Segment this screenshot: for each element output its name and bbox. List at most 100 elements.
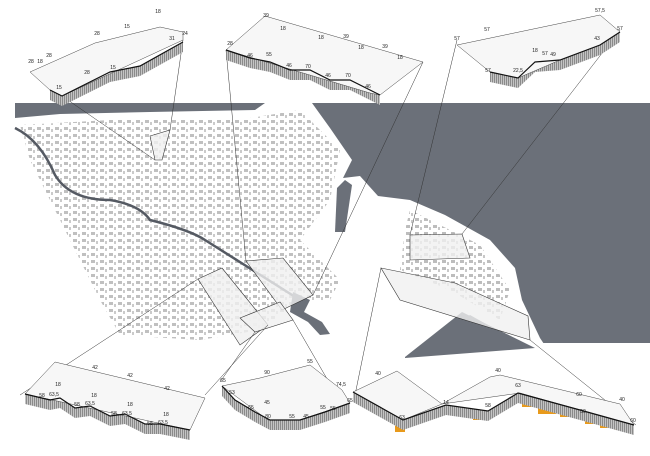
- height-label: 58: [74, 402, 80, 408]
- height-label: 70: [345, 73, 351, 79]
- inset-bottom-left: 42 42 42 18 18 18 18 58 63,5 58 63,5 58 63,5 58 63,5: [24, 361, 206, 440]
- inset-facade: [353, 392, 634, 435]
- height-label: 60: [630, 418, 636, 424]
- height-label: 28: [227, 41, 233, 47]
- inset-roof-outline: [24, 361, 206, 431]
- height-label: 46: [325, 73, 331, 79]
- height-label: 18: [532, 48, 538, 54]
- height-label: 39: [343, 34, 349, 40]
- zone-top-right: [409, 233, 471, 261]
- height-label: 49: [550, 52, 556, 58]
- height-label: 80: [265, 414, 271, 420]
- height-label: 55: [307, 359, 313, 365]
- height-label: 39: [263, 13, 269, 19]
- height-label: 57: [454, 36, 460, 42]
- height-label: 15: [56, 85, 62, 91]
- height-label: 65: [220, 378, 226, 384]
- height-label: 39: [382, 44, 388, 50]
- height-label: 53: [229, 390, 235, 396]
- height-label: 15: [124, 24, 130, 30]
- height-label: 63,5: [158, 420, 168, 426]
- height-label: 18: [163, 412, 169, 418]
- zone-bottom-right: [380, 267, 531, 341]
- height-label: 18: [358, 45, 364, 51]
- height-label: 18: [397, 55, 403, 61]
- height-label: 18: [280, 26, 286, 32]
- height-label: 15: [110, 65, 116, 71]
- height-label: 65: [347, 398, 353, 404]
- height-label: 42: [92, 365, 98, 371]
- height-label: 74,5: [336, 382, 346, 388]
- inset-facade: [222, 386, 350, 430]
- height-label: 43: [594, 36, 600, 42]
- height-label: 63,5: [122, 411, 132, 417]
- height-label: 45: [303, 414, 309, 420]
- height-label: 40: [619, 397, 625, 403]
- height-label: 22,5: [513, 68, 523, 74]
- inset-facade: [25, 394, 190, 440]
- inset-edge-line: [24, 393, 191, 431]
- inset-edge-line: [489, 31, 621, 79]
- height-label: 55: [330, 406, 336, 412]
- height-label: 14: [443, 400, 449, 406]
- inset-roof-outline: [225, 15, 424, 96]
- harbor-basin: [405, 312, 535, 358]
- height-label: 55: [266, 52, 272, 58]
- inset-edge-line: [225, 49, 381, 96]
- inset-roof-outline: [352, 370, 635, 426]
- height-label: 18: [318, 35, 324, 41]
- height-label: 63,5: [49, 392, 59, 398]
- height-label: 28: [46, 53, 52, 59]
- height-label: 57,5: [595, 8, 605, 14]
- height-label: 55: [320, 405, 326, 411]
- height-label: 65: [248, 405, 254, 411]
- height-label: 58: [485, 403, 491, 409]
- height-label: 70: [305, 64, 311, 70]
- inset-edge-line: [352, 391, 635, 426]
- height-label: 50: [580, 409, 586, 415]
- height-label: 18: [155, 9, 161, 15]
- height-label: 18: [37, 59, 43, 65]
- zone-top-left: [149, 129, 171, 161]
- height-label: 46: [247, 53, 253, 59]
- height-label: 63,5: [85, 401, 95, 407]
- height-label: 58: [111, 411, 117, 417]
- height-label: 46: [286, 63, 292, 69]
- inset-facade: [226, 50, 380, 105]
- height-label: 18: [55, 382, 61, 388]
- inset-facade: [50, 42, 183, 106]
- height-label: 42: [127, 373, 133, 379]
- height-label: 40: [375, 371, 381, 377]
- height-label: 55: [289, 414, 295, 420]
- height-label: 63: [515, 383, 521, 389]
- height-label: 28: [94, 31, 100, 37]
- height-label: 42: [164, 386, 170, 392]
- canal-dock: [335, 180, 352, 232]
- height-label: 63: [399, 415, 405, 421]
- height-label: 57: [485, 68, 491, 74]
- leader-lines: [19, 29, 637, 426]
- height-label: 58: [147, 421, 153, 427]
- height-label: 58: [39, 393, 45, 399]
- river: [14, 126, 301, 302]
- height-label: 24: [182, 31, 188, 37]
- height-label: 60: [576, 392, 582, 398]
- height-label: 18: [127, 402, 133, 408]
- height-label: 18: [91, 393, 97, 399]
- height-label: 28: [28, 59, 34, 65]
- height-label: 57: [484, 27, 490, 33]
- height-label: 90: [264, 370, 270, 376]
- built-area: [20, 110, 340, 340]
- height-label: 57: [542, 51, 548, 57]
- pier: [290, 292, 330, 335]
- inset-bottom-right: 40 40 14 58 63 60 50 40 60 63: [352, 368, 636, 435]
- height-label: 40: [495, 368, 501, 374]
- inset-edge-line: [49, 41, 184, 97]
- highlight-zones: [149, 129, 531, 346]
